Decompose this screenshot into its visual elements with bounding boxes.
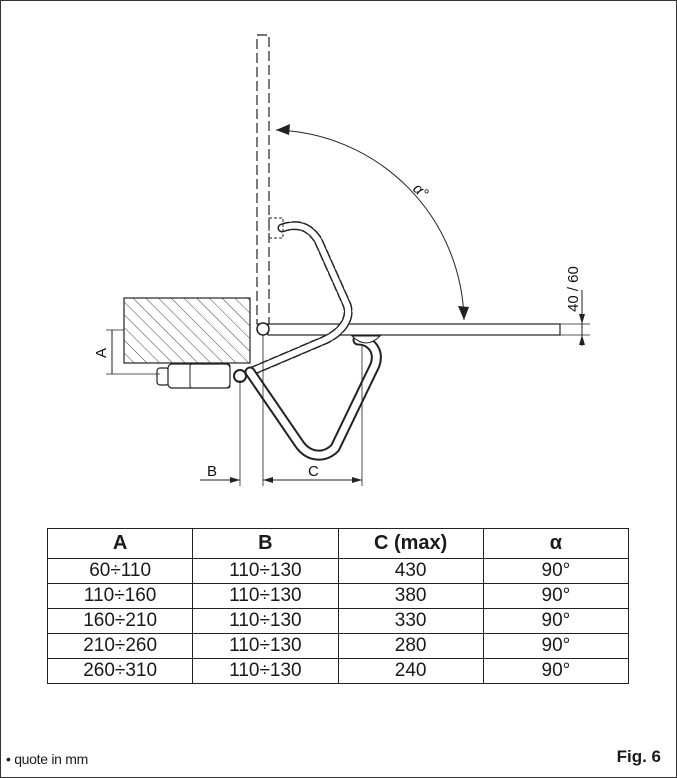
- motor-cap: [156, 367, 170, 386]
- table-row: 60÷110 110÷130 430 90°: [46, 558, 630, 584]
- arm-open-dashed-inner: [247, 222, 352, 375]
- cell-a: 60÷110: [46, 558, 194, 584]
- hinge-pivot: [256, 322, 270, 336]
- cell-alpha: 90°: [482, 633, 630, 659]
- arm-closed-inner: [246, 336, 380, 459]
- cell-c: 280: [337, 633, 484, 659]
- cell-c: 380: [337, 583, 484, 609]
- dim-c-arrow-left: [263, 477, 273, 483]
- cell-c: 330: [337, 608, 484, 634]
- table-row: 210÷260 110÷130 280 90°: [46, 633, 630, 659]
- dim-b-label: B: [207, 463, 217, 480]
- cell-a: 160÷210: [46, 608, 194, 634]
- dim-a-label: A: [93, 348, 110, 358]
- column-header-b: B: [192, 528, 339, 559]
- table-row: 160÷210 110÷130 330 90°: [46, 608, 630, 634]
- cell-b: 110÷130: [192, 608, 339, 634]
- arm-open-bracket: [268, 217, 284, 239]
- table-row: 260÷310 110÷130 240 90°: [46, 658, 630, 684]
- gate-leaf-closed: [267, 323, 561, 336]
- angle-label: α°: [409, 180, 431, 202]
- cell-b: 110÷130: [192, 583, 339, 609]
- angle-arc: [275, 129, 465, 321]
- cell-a: 260÷310: [46, 658, 194, 684]
- gap-arrow-top: [579, 314, 585, 324]
- cell-alpha: 90°: [482, 583, 630, 609]
- dim-c-label: C: [308, 463, 319, 480]
- cell-c: 240: [337, 658, 484, 684]
- motor-body: [167, 363, 231, 389]
- angle-arrow-bottom: [458, 306, 469, 320]
- column-header-alpha: α: [482, 528, 630, 559]
- angle-arrow-top: [276, 124, 290, 135]
- arm-bracket: [350, 335, 382, 344]
- installation-diagram: α° 40 / 60 A B C: [93, 34, 590, 486]
- dimensions-table: A B C (max) α 60÷110 110÷130 430 90° 110…: [46, 528, 630, 684]
- cell-b: 110÷130: [192, 633, 339, 659]
- motor-head: [189, 363, 231, 389]
- table-header-row: A B C (max) α: [46, 528, 630, 559]
- cell-b: 110÷130: [192, 658, 339, 684]
- cell-alpha: 90°: [482, 558, 630, 584]
- cell-alpha: 90°: [482, 658, 630, 684]
- dim-c-arrow-right: [352, 477, 362, 483]
- cell-a: 110÷160: [46, 583, 194, 609]
- units-note: • quote in mm: [6, 751, 88, 767]
- gap-label: 40 / 60: [565, 266, 582, 312]
- figure-label: Fig. 6: [616, 747, 661, 766]
- column-header-a: A: [46, 528, 194, 559]
- cell-alpha: 90°: [482, 608, 630, 634]
- column-header-c: C (max): [337, 528, 484, 559]
- cell-b: 110÷130: [192, 558, 339, 584]
- table-row: 110÷160 110÷130 380 90°: [46, 583, 630, 609]
- dim-b-arrow: [230, 477, 240, 483]
- cell-a: 210÷260: [46, 633, 194, 659]
- cell-c: 430: [337, 558, 484, 584]
- wall-pillar: [123, 297, 251, 364]
- gate-leaf-open: [256, 34, 270, 325]
- gap-arrow-bottom: [579, 335, 585, 345]
